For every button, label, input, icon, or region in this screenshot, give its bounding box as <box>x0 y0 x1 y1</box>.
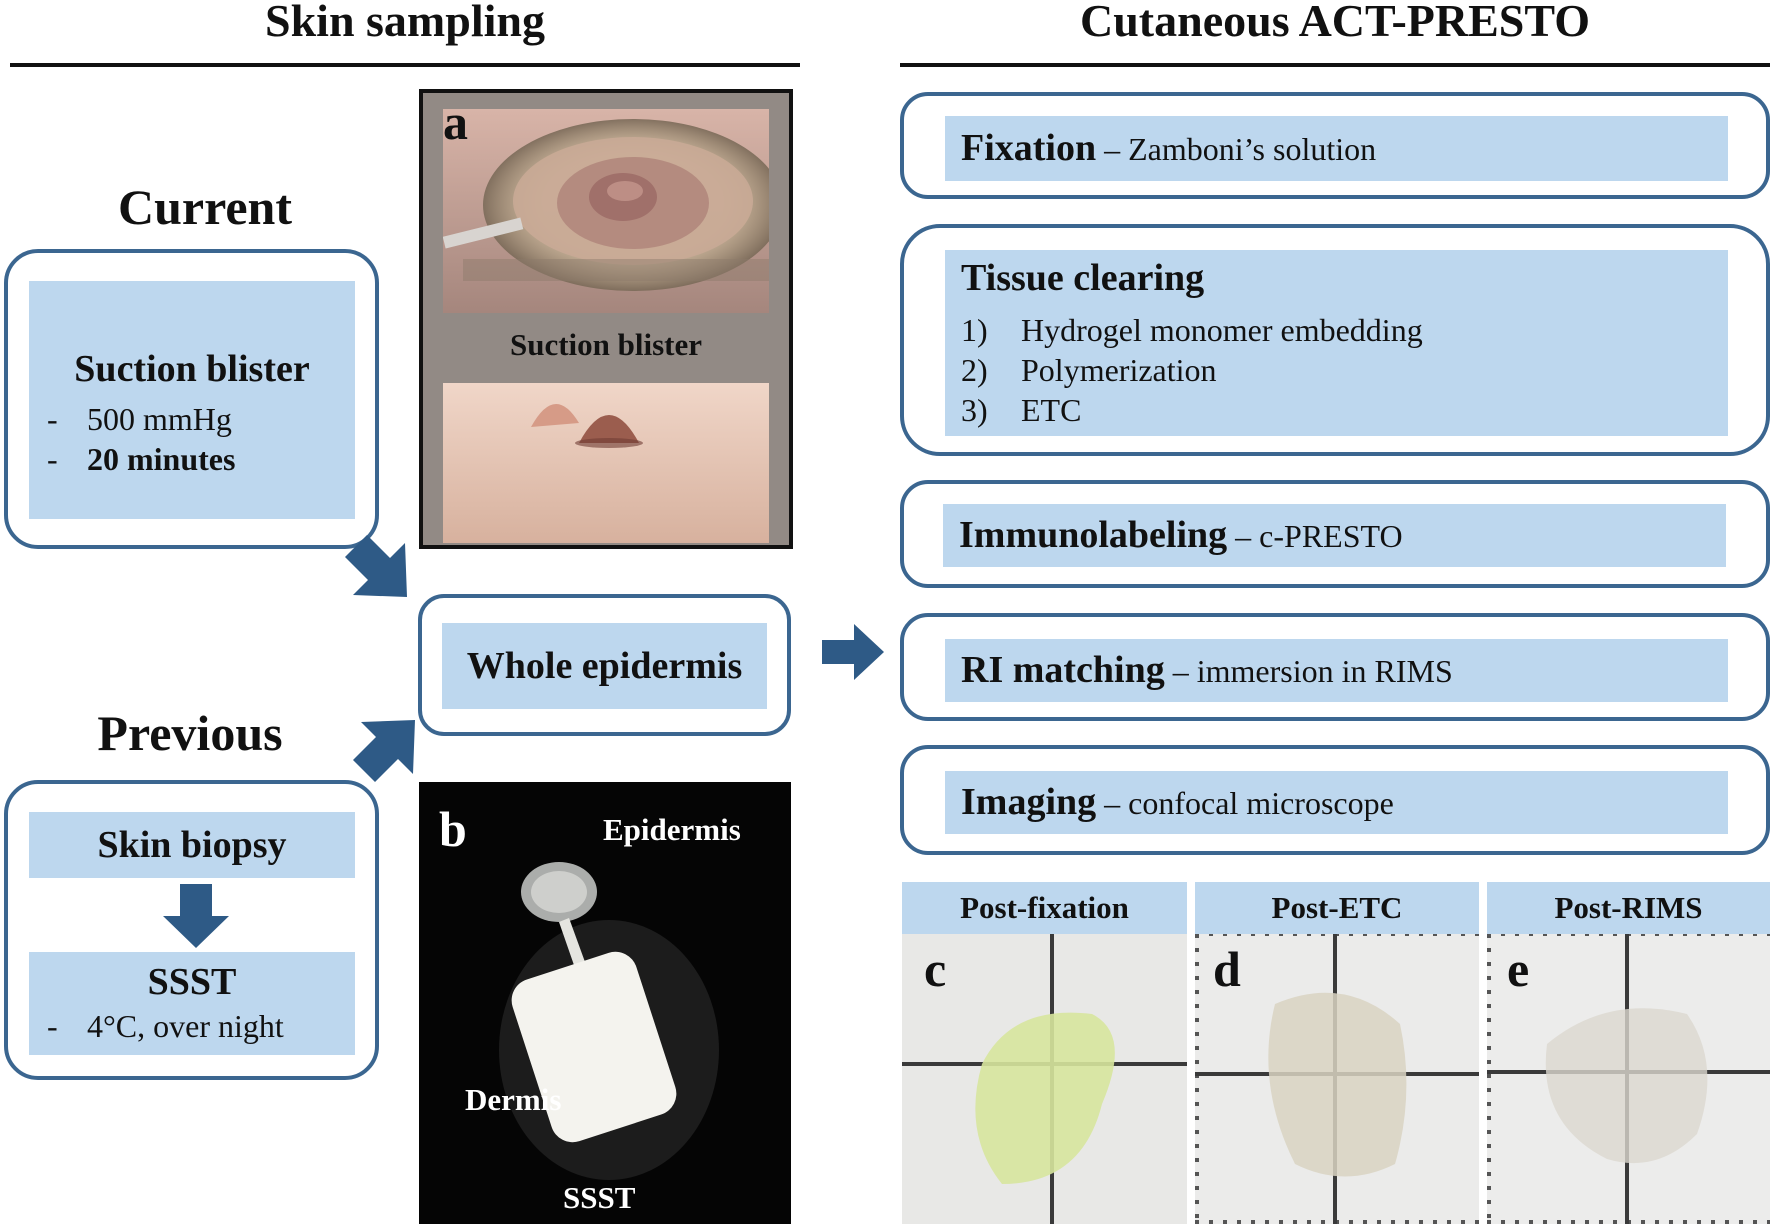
skin-biopsy-label: Skin biopsy <box>97 824 287 866</box>
ri-matching-detail: – immersion in RIMS <box>1164 653 1453 689</box>
immunolabeling-detail: – c-PRESTO <box>1227 518 1403 554</box>
imaging-detail: – confocal microscope <box>1096 785 1394 821</box>
ssst-title: SSST <box>147 961 237 1003</box>
post-rims-image <box>1487 934 1770 1224</box>
post-fixation-header: Post-fixation <box>902 882 1187 934</box>
post-etc-header: Post-ETC <box>1195 882 1479 934</box>
whole-epidermis-fill: Whole epidermis <box>442 623 767 709</box>
post-rims-header: Post-RIMS <box>1487 882 1770 934</box>
panel-b-photo: b Epidermis Dermis SSST <box>419 782 791 1224</box>
photo-strip: Post-fixation c Post-ETC d Post-RIMS e <box>902 882 1770 1224</box>
immunolabeling-box: Immunolabeling – c-PRESTO <box>900 480 1770 588</box>
ssst-condition: - 4°C, over night <box>29 1008 284 1045</box>
ri-matching-box: RI matching – immersion in RIMS <box>900 613 1770 721</box>
current-item-pressure: - 500 mmHg <box>29 401 232 438</box>
post-fixation-image <box>902 934 1187 1224</box>
immunolabeling-title: Immunolabeling <box>959 514 1228 556</box>
tissue-clearing-title: Tissue clearing <box>961 257 1205 299</box>
fixation-box: Fixation – Zamboni’s solution <box>900 92 1770 199</box>
panel-d-letter: d <box>1213 941 1241 997</box>
imaging-box: Imaging – confocal microscope <box>900 745 1770 855</box>
epidermis-label: Epidermis <box>603 812 741 847</box>
panel-a-letter: a <box>443 94 468 150</box>
current-box-fill: Suction blister - 500 mmHg - 20 minutes <box>29 281 355 519</box>
dermis-label: Dermis <box>465 1082 562 1117</box>
fixation-detail: – Zamboni’s solution <box>1096 131 1377 167</box>
ssst-box: SSST - 4°C, over night <box>29 952 355 1055</box>
whole-epidermis-label: Whole epidermis <box>466 645 743 687</box>
previous-heading: Previous <box>97 705 283 761</box>
panel-a-photo: Suction blister a <box>419 89 793 549</box>
clearing-step-1: 1) Hydrogel monomer embedding <box>961 312 1423 349</box>
suction-blister-caption: Suction blister <box>509 327 703 362</box>
immunolabeling-fill: Immunolabeling – c-PRESTO <box>943 504 1726 567</box>
clearing-step-3: 3) ETC <box>961 392 1081 429</box>
arrow-previous-to-epidermis <box>353 720 415 782</box>
ri-matching-title: RI matching <box>961 649 1165 691</box>
arrow-current-to-epidermis <box>345 535 407 597</box>
dash: - <box>47 441 58 477</box>
step-number: 3) <box>961 392 988 428</box>
duration-value: 20 minutes <box>87 441 236 477</box>
arrow-to-act-presto <box>822 624 884 680</box>
tissue-clearing-box: Tissue clearing 1) Hydrogel monomer embe… <box>900 224 1770 456</box>
step-number: 1) <box>961 312 988 348</box>
current-heading: Current <box>117 179 293 235</box>
step-text: Hydrogel monomer embedding <box>1021 312 1423 348</box>
ssst-label: SSST <box>563 1180 636 1215</box>
suction-blister-title: Suction blister <box>74 348 310 390</box>
panel-c-letter: c <box>924 941 947 997</box>
dash: - <box>47 1008 58 1044</box>
skin-biopsy-box: Skin biopsy <box>29 812 355 878</box>
panel-b-letter: b <box>439 801 467 857</box>
ssst-condition-text: 4°C, over night <box>87 1008 284 1044</box>
dash: - <box>47 401 58 437</box>
blister-image <box>443 383 769 543</box>
header-skin-sampling: Skin sampling <box>265 0 545 46</box>
imaging-fill: Imaging – confocal microscope <box>945 771 1728 834</box>
step-text: Polymerization <box>1021 352 1217 388</box>
post-etc-image <box>1195 934 1479 1224</box>
whole-epidermis-box: Whole epidermis <box>418 594 791 736</box>
ri-matching-fill: RI matching – immersion in RIMS <box>945 639 1728 702</box>
pressure-value: 500 mmHg <box>87 401 232 437</box>
previous-box: Skin biopsy SSST - 4°C, over night <box>4 780 379 1080</box>
suction-device-image <box>443 109 769 313</box>
header-divider-right <box>900 63 1770 67</box>
header-cutaneous-act-presto: Cutaneous ACT-PRESTO <box>1080 0 1590 46</box>
fixation-title: Fixation <box>961 127 1097 169</box>
fixation-fill: Fixation – Zamboni’s solution <box>945 116 1728 181</box>
step-text: ETC <box>1021 392 1082 428</box>
down-arrow <box>163 884 229 948</box>
clearing-step-2: 2) Polymerization <box>961 352 1217 389</box>
header-divider-left <box>10 63 800 67</box>
panel-e-letter: e <box>1507 941 1530 997</box>
step-number: 2) <box>961 352 988 388</box>
current-box: Suction blister - 500 mmHg - 20 minutes <box>4 249 379 549</box>
tissue-clearing-fill: Tissue clearing 1) Hydrogel monomer embe… <box>945 250 1728 436</box>
biopsy-sample-image <box>499 862 719 1180</box>
imaging-title: Imaging <box>961 781 1097 823</box>
current-item-duration: - 20 minutes <box>29 441 235 478</box>
